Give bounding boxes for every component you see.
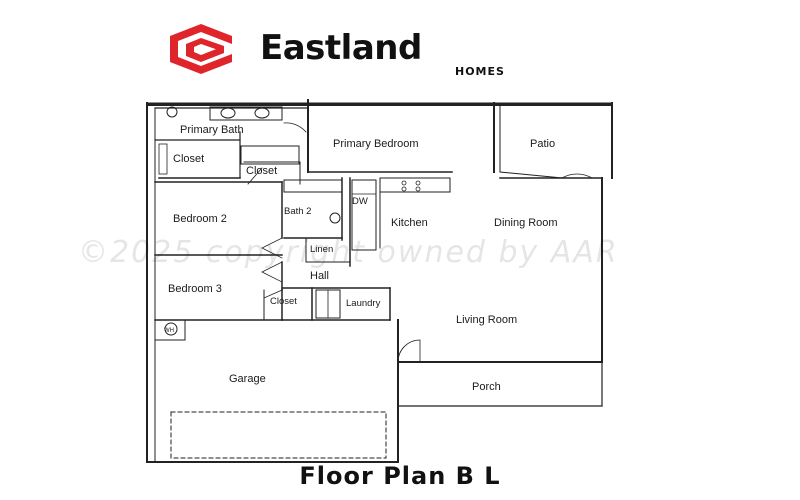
room-label-closet-primary: Closet: [173, 153, 204, 165]
room-label-patio: Patio: [530, 138, 555, 150]
brand-header: Eastland HOMES: [160, 22, 580, 82]
room-label-dining-room: Dining Room: [494, 217, 558, 229]
plan-title: Floor Plan B L: [299, 462, 501, 490]
room-label-bedroom-3: Bedroom 3: [168, 283, 222, 295]
eastland-e-logo-icon: [170, 24, 232, 74]
room-label-closet-primary-2: Closet: [246, 165, 277, 177]
room-label-linen: Linen: [310, 244, 333, 255]
room-label-living-room: Living Room: [456, 314, 517, 326]
room-label-kitchen: Kitchen: [391, 217, 428, 229]
brand-name: Eastland: [260, 28, 422, 68]
room-label-bath-2: Bath 2: [284, 206, 311, 217]
room-label-hall: Hall: [310, 270, 329, 282]
room-label-primary-bath: Primary Bath: [180, 124, 244, 136]
room-label-wh: WH: [164, 328, 174, 334]
room-label-primary-bedroom: Primary Bedroom: [333, 138, 419, 150]
room-label-closet-hall: Closet: [270, 296, 297, 307]
room-label-dw: DW: [352, 196, 368, 207]
copyright-watermark: ©2025 copyright owned by AAR: [78, 235, 619, 270]
room-label-bedroom-2: Bedroom 2: [173, 213, 227, 225]
room-label-garage: Garage: [229, 373, 266, 385]
brand-subtitle: HOMES: [455, 65, 505, 78]
room-label-porch: Porch: [472, 381, 501, 393]
room-label-laundry: Laundry: [346, 298, 381, 309]
